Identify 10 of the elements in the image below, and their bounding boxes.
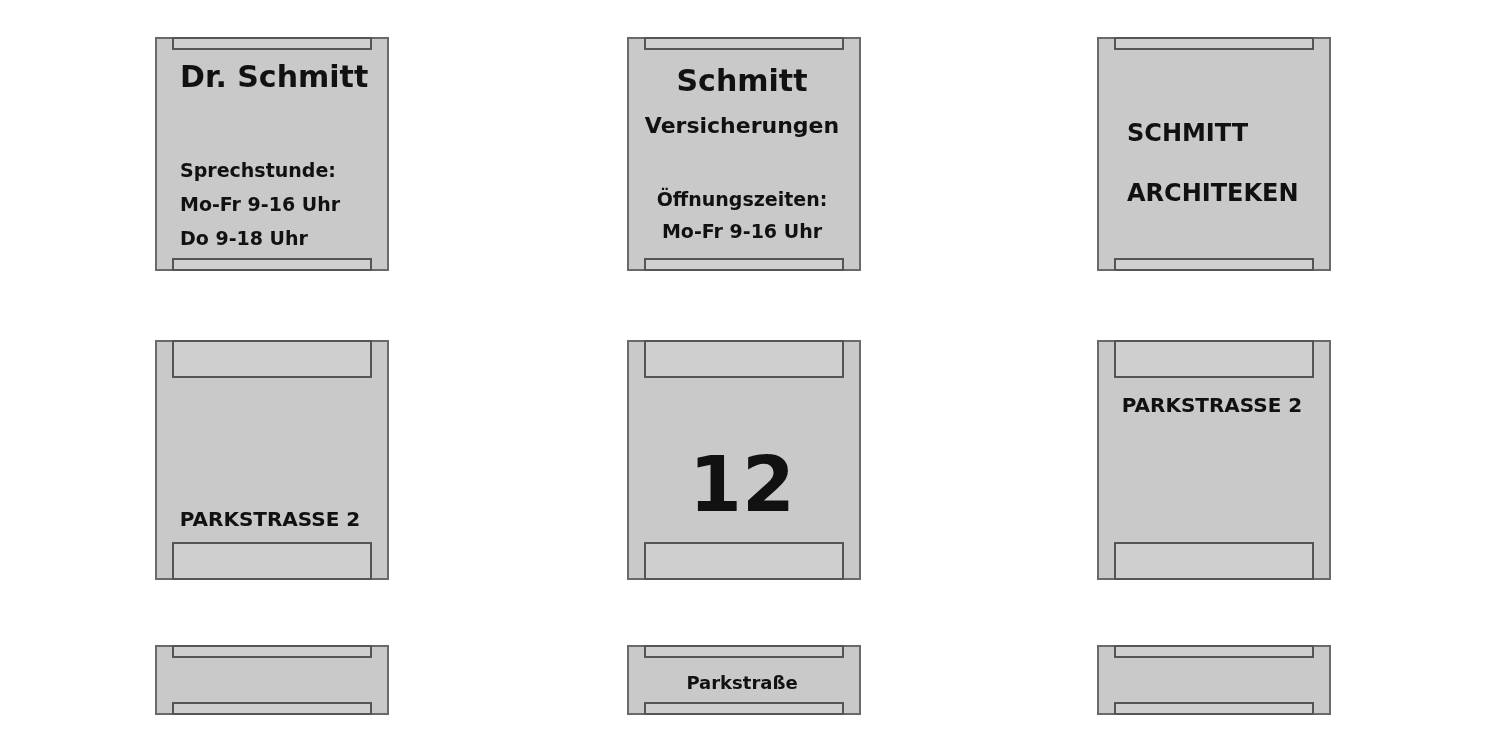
sign-text: Sprechstunde: Mo-Fr 9-16 Uhr Do 9-18 Uhr — [180, 158, 342, 251]
sign-text: Parkstraße — [685, 671, 799, 695]
sign-text: Schmitt — [675, 62, 809, 100]
sign-text: 12 — [688, 440, 796, 530]
sign-text: Öffnungszeiten: Mo-Fr 9-16 Uhr — [655, 186, 829, 244]
sign-text: Dr. Schmitt — [180, 58, 370, 96]
sign-text: SCHMITT ARCHITEKEN — [1127, 118, 1300, 209]
sign-text: Versicherungen — [643, 112, 841, 140]
sign-text: PARKSTRASSE 2 — [1120, 392, 1304, 419]
sign-text: PARKSTRASSE 2 — [178, 506, 362, 533]
